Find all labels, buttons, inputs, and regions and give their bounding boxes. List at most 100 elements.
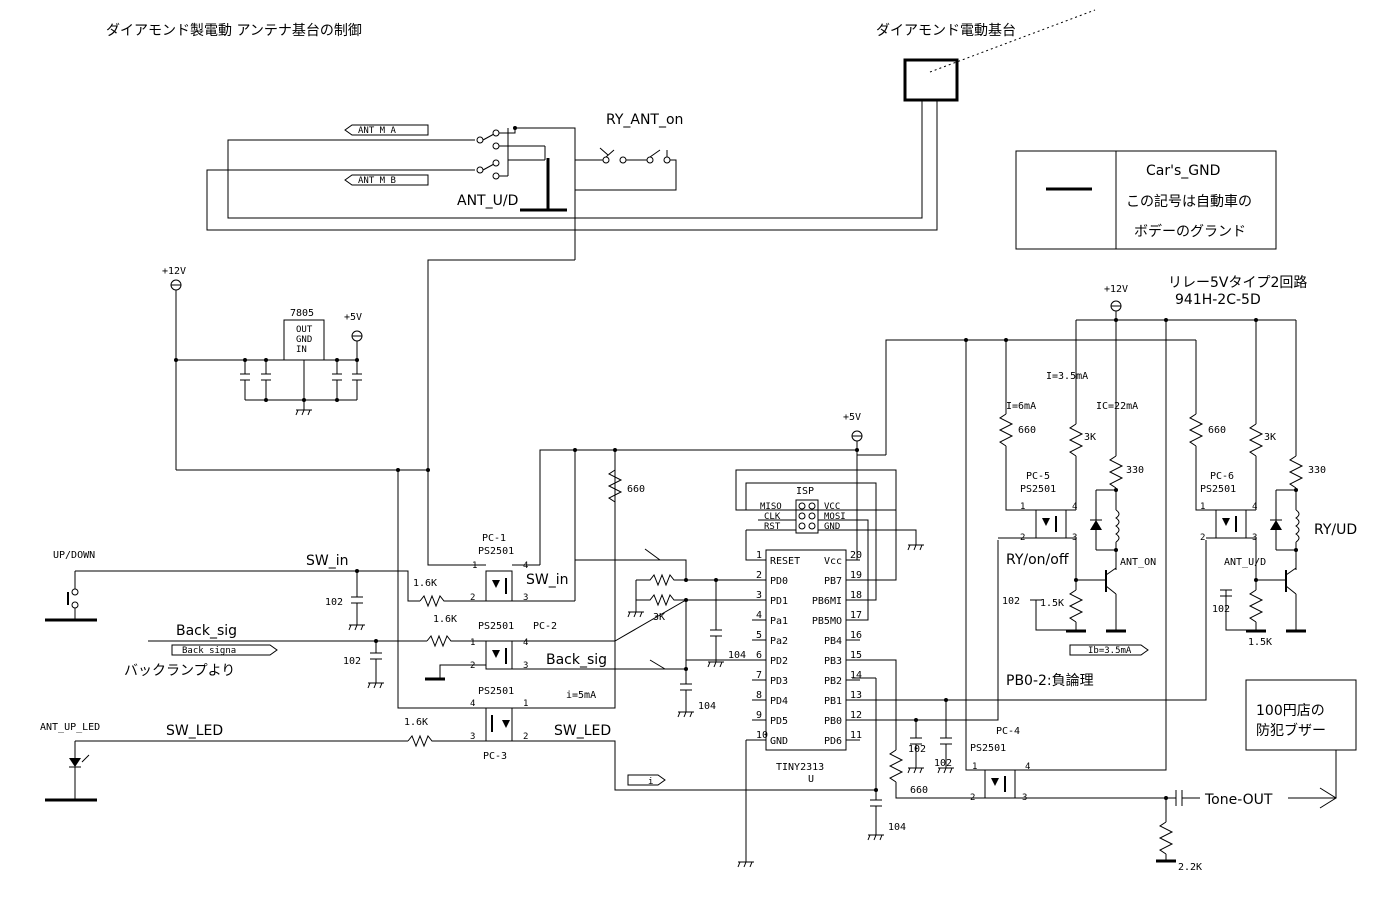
svg-text:CLK: CLK bbox=[764, 512, 781, 522]
mcu-pin-1-name: RESET bbox=[770, 556, 800, 567]
photocoupler-pc3: 4 3 1 2 bbox=[470, 699, 528, 742]
up-down-switch[interactable] bbox=[45, 571, 97, 622]
svg-text:MOSI: MOSI bbox=[824, 512, 846, 522]
ground-c104-b bbox=[677, 711, 694, 718]
svg-text:330: 330 bbox=[1308, 465, 1326, 476]
svg-text:MISO: MISO bbox=[760, 502, 782, 512]
mcu-pin-10-number: 10 bbox=[756, 730, 768, 741]
isp-header[interactable] bbox=[795, 499, 819, 534]
mcu-pin-3-name: PD1 bbox=[770, 596, 788, 607]
relay-note-1: リレー5Vタイプ2回路 bbox=[1168, 275, 1307, 291]
svg-text:2: 2 bbox=[523, 732, 528, 742]
relay-note-2: 941H-2C-5D bbox=[1175, 292, 1261, 308]
svg-text:2: 2 bbox=[1200, 533, 1205, 543]
sw-in-label-2: SW_in bbox=[526, 572, 569, 588]
ground-c102-pb1 bbox=[937, 767, 954, 774]
ground-isp bbox=[907, 544, 924, 551]
backlamp-label: バックランプより bbox=[124, 663, 235, 679]
port-ant-m-b: ANT_M_B bbox=[344, 174, 429, 186]
mcu-pin-12-number: 12 bbox=[850, 710, 862, 721]
ant-ud-relay-contacts bbox=[476, 126, 576, 260]
mcu-pin-16-name: PB4 bbox=[824, 636, 842, 647]
ry-onoff-label: RY/on/off bbox=[1006, 552, 1069, 568]
svg-text:ANT_M_B: ANT_M_B bbox=[358, 176, 396, 186]
resistor-3k-b bbox=[636, 593, 686, 607]
reg-label: 7805 bbox=[290, 308, 314, 319]
resistor-3k-a bbox=[636, 573, 686, 587]
svg-text:102: 102 bbox=[325, 597, 343, 608]
ant-ud-label-2: ANT_U/D bbox=[1224, 557, 1266, 568]
ground-c104-a bbox=[707, 661, 724, 668]
svg-text:104: 104 bbox=[888, 822, 906, 833]
svg-text:1: 1 bbox=[1020, 502, 1025, 512]
mcu-pin-2-number: 2 bbox=[756, 570, 762, 581]
svg-text:102: 102 bbox=[343, 656, 361, 667]
mcu-pin-20-number: 20 bbox=[850, 550, 862, 561]
mcu-pin-9-number: 9 bbox=[756, 710, 762, 721]
i6ma-label: I=6mA bbox=[1006, 401, 1036, 412]
mcu-pin-1-number: 1 bbox=[756, 550, 762, 561]
legend-line2: ボデーのグランド bbox=[1134, 223, 1246, 240]
mcu-pin-5-name: Pa2 bbox=[770, 636, 788, 647]
svg-text:4: 4 bbox=[523, 561, 528, 571]
resistor-330-b bbox=[1288, 455, 1304, 489]
ant-up-led-label: ANT_UP_LED bbox=[40, 722, 100, 733]
svg-text:4: 4 bbox=[1252, 502, 1257, 512]
svg-text:660: 660 bbox=[627, 484, 645, 495]
mcu-pin-16-number: 16 bbox=[850, 630, 862, 641]
svg-text:PS2501: PS2501 bbox=[478, 686, 514, 697]
mcu-pin-11-name: PD6 bbox=[824, 736, 842, 747]
ry-ud-label: RY/UD bbox=[1314, 522, 1357, 538]
svg-text:GND: GND bbox=[296, 335, 312, 345]
pc6-name: PC-6 bbox=[1210, 471, 1234, 482]
isp-label: ISP bbox=[796, 486, 814, 497]
sw-led-label: SW_LED bbox=[166, 723, 223, 739]
mcu-pin-13-name: PB1 bbox=[824, 696, 842, 707]
svg-text:1: 1 bbox=[472, 561, 477, 571]
resistor-660-pc6 bbox=[1188, 413, 1204, 447]
svg-text:102: 102 bbox=[1212, 604, 1230, 615]
port-back-signa: Back_signa bbox=[171, 644, 278, 656]
ant-up-led bbox=[45, 741, 97, 802]
svg-text:1.5K: 1.5K bbox=[1248, 637, 1272, 648]
mcu-pin-15-number: 15 bbox=[850, 650, 862, 661]
resistor-660-pullup bbox=[607, 469, 623, 503]
svg-text:1: 1 bbox=[470, 638, 475, 648]
svg-text:OUT: OUT bbox=[296, 325, 313, 335]
buzzer-box bbox=[1245, 679, 1357, 751]
legend-line1: この記号は自動車の bbox=[1126, 193, 1252, 210]
relay-coil-a bbox=[1115, 509, 1120, 543]
svg-text:3K: 3K bbox=[653, 612, 665, 623]
legend-title: Car's_GND bbox=[1146, 163, 1220, 179]
back-sig-label-2: Back_sig bbox=[546, 652, 607, 668]
back-sig-label: Back_sig bbox=[176, 623, 237, 639]
ry-ant-on-contacts bbox=[575, 147, 677, 191]
relay-coil-b bbox=[1295, 509, 1300, 543]
photocoupler-pc4: 1 2 4 3 bbox=[970, 762, 1030, 803]
pc5-name: PC-5 bbox=[1026, 471, 1050, 482]
svg-text:2: 2 bbox=[470, 661, 475, 671]
mcu-pin-20-name: Vcc bbox=[824, 556, 842, 567]
ant-ud-label: ANT_U/D bbox=[457, 193, 518, 209]
svg-text:i: i bbox=[648, 777, 653, 787]
base-label: ダイアモンド電動基台 bbox=[876, 22, 1016, 39]
resistor-3k-pc5 bbox=[1068, 423, 1084, 457]
svg-text:660: 660 bbox=[910, 785, 928, 796]
power-filter-caps bbox=[240, 358, 362, 416]
resistor-r1k6-a bbox=[419, 594, 486, 608]
svg-text:104: 104 bbox=[728, 650, 746, 661]
svg-text:102: 102 bbox=[934, 758, 952, 769]
svg-text:GND: GND bbox=[824, 522, 840, 532]
mcu-pin-13-number: 13 bbox=[850, 690, 862, 701]
mcu-pin-3-number: 3 bbox=[756, 590, 762, 601]
mcu-pin-18-name: PB6MI bbox=[812, 596, 842, 607]
mcu-pin-5-number: 5 bbox=[756, 630, 762, 641]
ib-tag: Ib=3.5mA bbox=[1069, 644, 1149, 656]
mcu-left-pins: 1RESET2PD03PD14Pa15Pa26PD27PD38PD49PD510… bbox=[752, 550, 800, 747]
mcu-pin-4-number: 4 bbox=[756, 610, 762, 621]
photocoupler-pc1: 1 2 4 3 bbox=[470, 561, 528, 603]
sw-led-label-2: SW_LED bbox=[554, 723, 611, 739]
ground-c102-pb0 bbox=[907, 767, 924, 774]
mcu-pin-2-name: PD0 bbox=[770, 576, 788, 587]
